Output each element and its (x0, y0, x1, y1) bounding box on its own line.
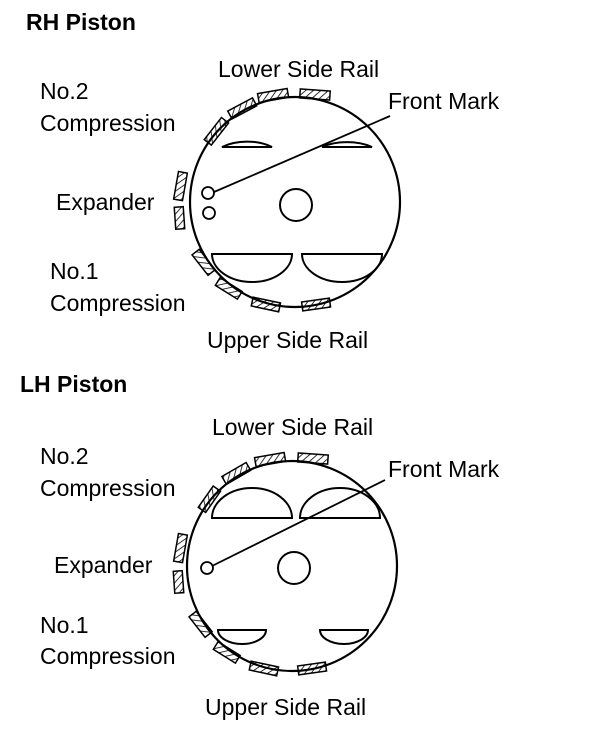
rh-valve-relief-top-left (221, 140, 273, 148)
lh-piston-title: LH Piston (20, 371, 128, 397)
rh-front-mark-leader (213, 115, 391, 193)
rh-front-mark-dot-2 (202, 206, 216, 220)
rh-valve-relief-bottom-right (300, 253, 384, 283)
lh-upper-side-rail-gap-1 (248, 660, 280, 677)
rh-no2-gap-2 (203, 116, 230, 147)
lh-upper-side-rail-gap-2 (296, 661, 328, 676)
rh-expander-gap-2 (173, 205, 186, 231)
lh-front-mark-leader (211, 479, 386, 567)
lh-expander-label: Expander (54, 552, 153, 578)
rh-upper-side-rail-gap-1 (250, 296, 282, 313)
rh-no1-compression-label-line2: Compression (50, 290, 186, 316)
rh-no2-gap-1 (226, 96, 258, 121)
rh-lower-side-rail-gap (256, 87, 290, 104)
rh-expander-gap-1 (172, 170, 189, 202)
rh-no2-compression-label-line2: Compression (40, 110, 176, 136)
rh-expander-label: Expander (56, 189, 155, 215)
lh-upper-side-rail-label: Upper Side Rail (205, 694, 367, 720)
rh-ring-gap-markers (172, 87, 332, 313)
lh-no2-gap-1 (220, 461, 252, 486)
rh-lower-side-rail-gap-2 (298, 88, 332, 101)
lh-no2-compression-label-line2: Compression (40, 475, 176, 501)
lh-lower-side-rail-label: Lower Side Rail (212, 414, 374, 440)
lh-front-mark-dot (200, 561, 214, 575)
rh-no1-compression-label-line1: No.1 (50, 258, 99, 284)
rh-upper-side-rail-label: Upper Side Rail (207, 327, 369, 353)
rh-front-mark-label: Front Mark (388, 88, 500, 114)
lh-valve-relief-top-left (210, 487, 294, 519)
rh-pin-hole (279, 188, 313, 222)
rh-valve-relief-top-right (321, 141, 373, 148)
rh-front-mark-dot (201, 186, 215, 200)
lh-pin-hole (277, 551, 311, 585)
lh-no2-gap-2 (197, 485, 222, 514)
lh-no1-compression-label-line1: No.1 (40, 612, 89, 638)
rh-no1-gap-2 (214, 276, 244, 301)
lh-valve-relief-top-right (298, 487, 382, 519)
lh-no1-gap-1 (188, 610, 214, 639)
lh-expander-gap-1 (172, 532, 189, 564)
lh-no1-compression-label-line2: Compression (40, 643, 176, 669)
rh-no2-compression-label-line1: No.2 (40, 78, 89, 104)
lh-expander-gap-2 (172, 569, 185, 595)
lh-front-mark-label: Front Mark (388, 456, 500, 482)
rh-piston-diagram (172, 87, 402, 313)
lh-lower-side-rail-gap (253, 451, 287, 468)
lh-piston-outline (185, 459, 399, 673)
lh-ring-gap-markers (172, 451, 330, 677)
rh-piston-outline (188, 95, 402, 309)
rh-upper-side-rail-gap-2 (300, 297, 332, 312)
rh-valve-relief-bottom-left (210, 253, 294, 283)
rh-no1-gap-1 (191, 248, 217, 277)
lh-no1-gap-2 (212, 640, 242, 665)
rh-lower-side-rail-label: Lower Side Rail (218, 56, 380, 82)
lh-valve-relief-bottom-right (318, 629, 370, 645)
lh-no2-compression-label-line1: No.2 (40, 443, 89, 469)
rh-piston-title: RH Piston (26, 9, 136, 35)
lh-piston-diagram (172, 451, 399, 677)
lh-valve-relief-bottom-left (216, 629, 268, 645)
lh-lower-side-rail-gap-2 (296, 452, 330, 465)
